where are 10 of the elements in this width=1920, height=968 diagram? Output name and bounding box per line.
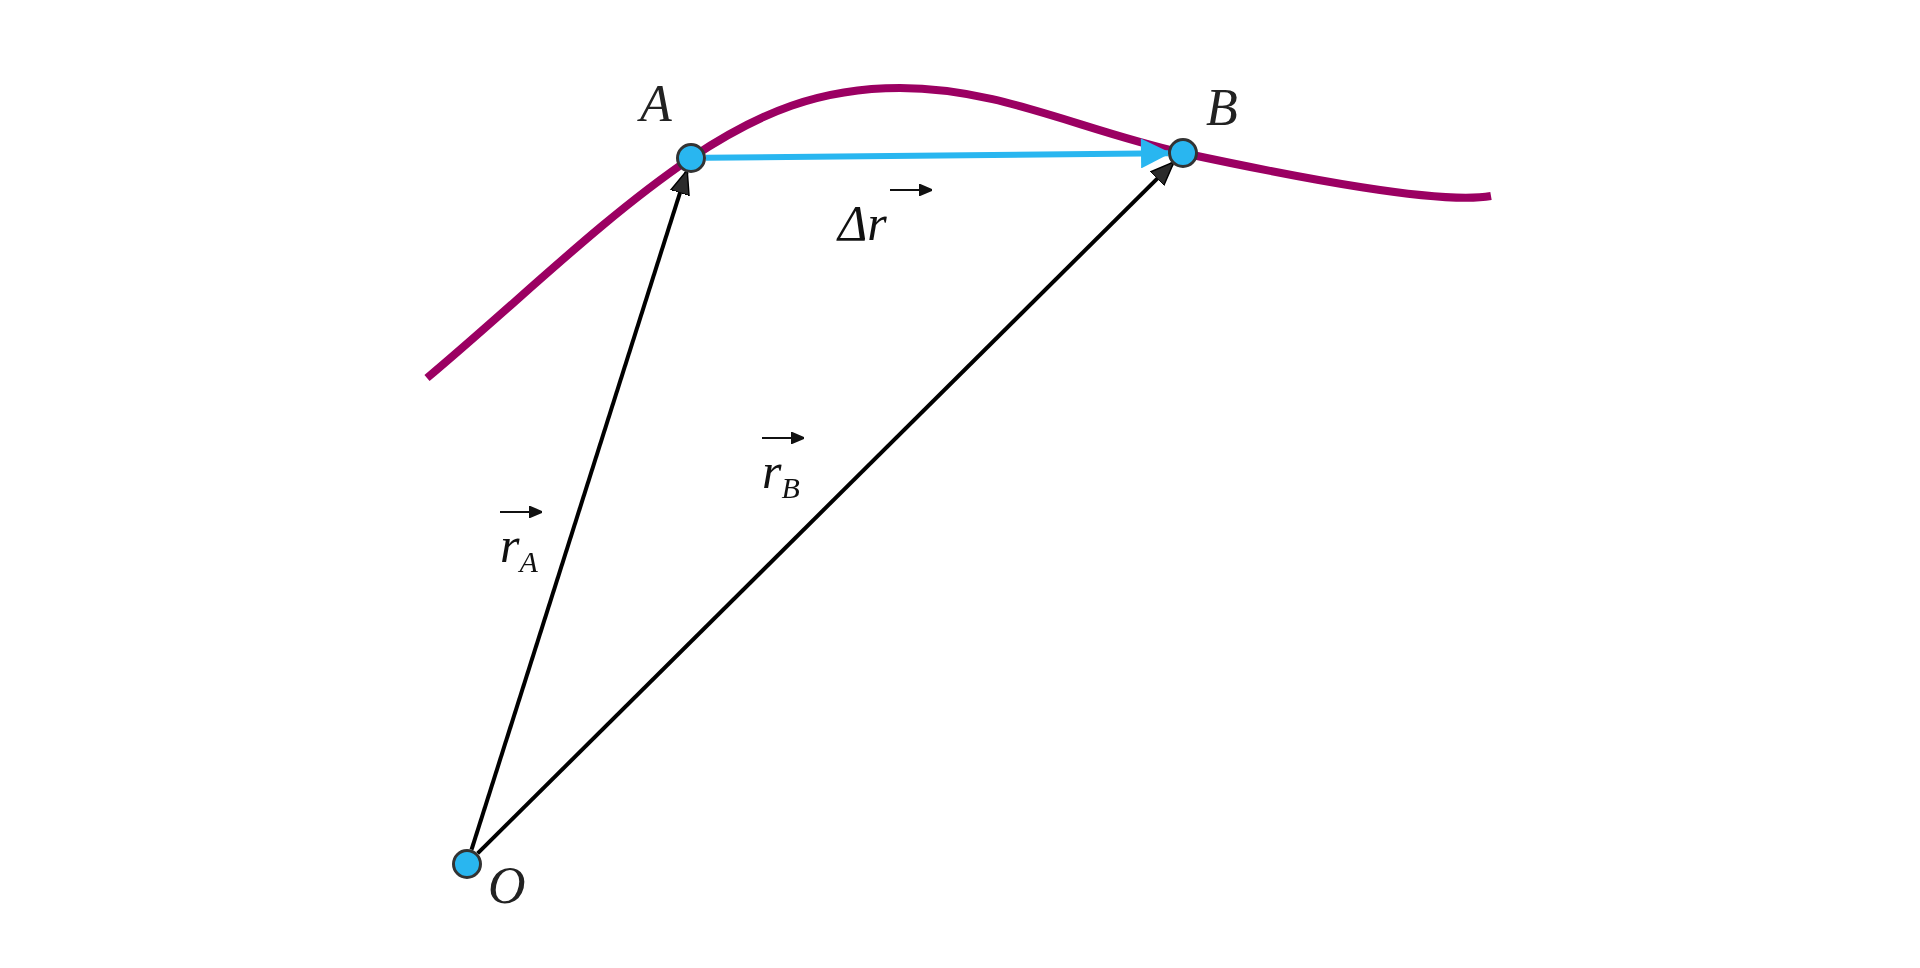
vector-arrow [476,161,1175,855]
point-label: O [488,860,526,912]
edge-label: r$_{B}$ [762,446,800,503]
edge-label: Δr [838,198,887,248]
point-dot [676,143,706,173]
point-dot [1168,138,1198,168]
edge-label: r$_{A}$ [500,520,538,577]
point-dot [452,849,482,879]
vector-arrow [705,138,1171,169]
point-label: B [1206,82,1238,134]
